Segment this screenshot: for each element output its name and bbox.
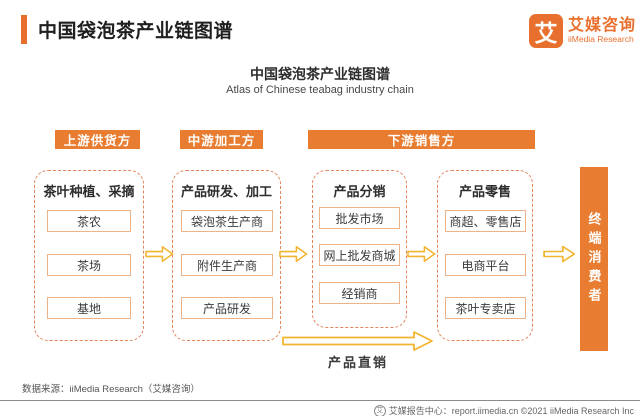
footer-text: 艾媒报告中心：report.iimedia.cn ©2021 iiMedia R… — [388, 406, 634, 416]
chart-title: 中国袋泡茶产业链图谱 — [250, 66, 390, 82]
flow-arrow-icon — [145, 245, 174, 263]
direct-sales-arrow-icon — [282, 331, 433, 351]
flow-arrow-icon — [543, 245, 576, 263]
chain-item: 商超、零售店 — [445, 210, 526, 232]
footer-divider — [0, 400, 640, 401]
chain-item: 产品研发 — [181, 297, 273, 319]
stage-tag-midstream: 中游加工方 — [180, 130, 263, 149]
end-consumer-label: 终端消费者 — [586, 211, 602, 307]
chain-item: 电商平台 — [445, 254, 526, 276]
column-rd-processing: 产品研发、加工 袋泡茶生产商 附件生产商 产品研发 — [172, 170, 281, 341]
chain-item: 基地 — [47, 297, 131, 319]
column-title: 产品分销 — [333, 184, 386, 199]
chain-item: 附件生产商 — [181, 254, 273, 276]
chain-item: 袋泡茶生产商 — [181, 210, 273, 232]
chain-item: 茶农 — [47, 210, 131, 232]
column-title: 产品研发、加工 — [180, 184, 272, 199]
data-source-note: 数据来源：iiMedia Research（艾媒咨询） — [22, 384, 200, 395]
end-consumer-bar: 终端消费者 — [580, 167, 608, 351]
column-title: 茶叶种植、采摘 — [43, 184, 135, 199]
logo-name-en: iiMedia Research — [568, 34, 634, 45]
page-title: 中国袋泡茶产业链图谱 — [38, 21, 234, 42]
column-tea-planting: 茶叶种植、采摘 茶农 茶场 基地 — [34, 170, 144, 341]
flow-arrow-icon — [407, 245, 436, 263]
chain-item: 茶叶专卖店 — [445, 297, 526, 319]
chain-item: 经销商 — [319, 282, 400, 304]
flow-arrow-icon — [279, 245, 308, 263]
chain-item: 批发市场 — [319, 207, 400, 229]
chart-subtitle: Atlas of Chinese teabag industry chain — [226, 84, 414, 96]
column-title: 产品零售 — [458, 184, 511, 199]
stage-tag-upstream: 上游供货方 — [55, 130, 140, 149]
chain-item: 茶场 — [47, 254, 131, 276]
stage-tag-downstream: 下游销售方 — [308, 130, 535, 149]
column-retail: 产品零售 商超、零售店 电商平台 茶叶专卖店 — [437, 170, 533, 341]
title-accent-bar — [21, 15, 27, 44]
iimedia-logo: 艾 艾媒咨询 iiMedia Research — [529, 14, 636, 48]
iimedia-logo-icon: 艾 — [529, 14, 563, 48]
logo-name-cn: 艾媒咨询 — [568, 16, 637, 34]
footer: 艾 艾媒报告中心：report.iimedia.cn ©2021 iiMedia… — [373, 404, 634, 416]
direct-sales-label: 产品直销 — [327, 355, 388, 370]
iimedia-badge-icon: 艾 — [373, 404, 386, 416]
column-distribution: 产品分销 批发市场 网上批发商城 经销商 — [312, 170, 407, 328]
chain-item: 网上批发商城 — [319, 244, 400, 266]
